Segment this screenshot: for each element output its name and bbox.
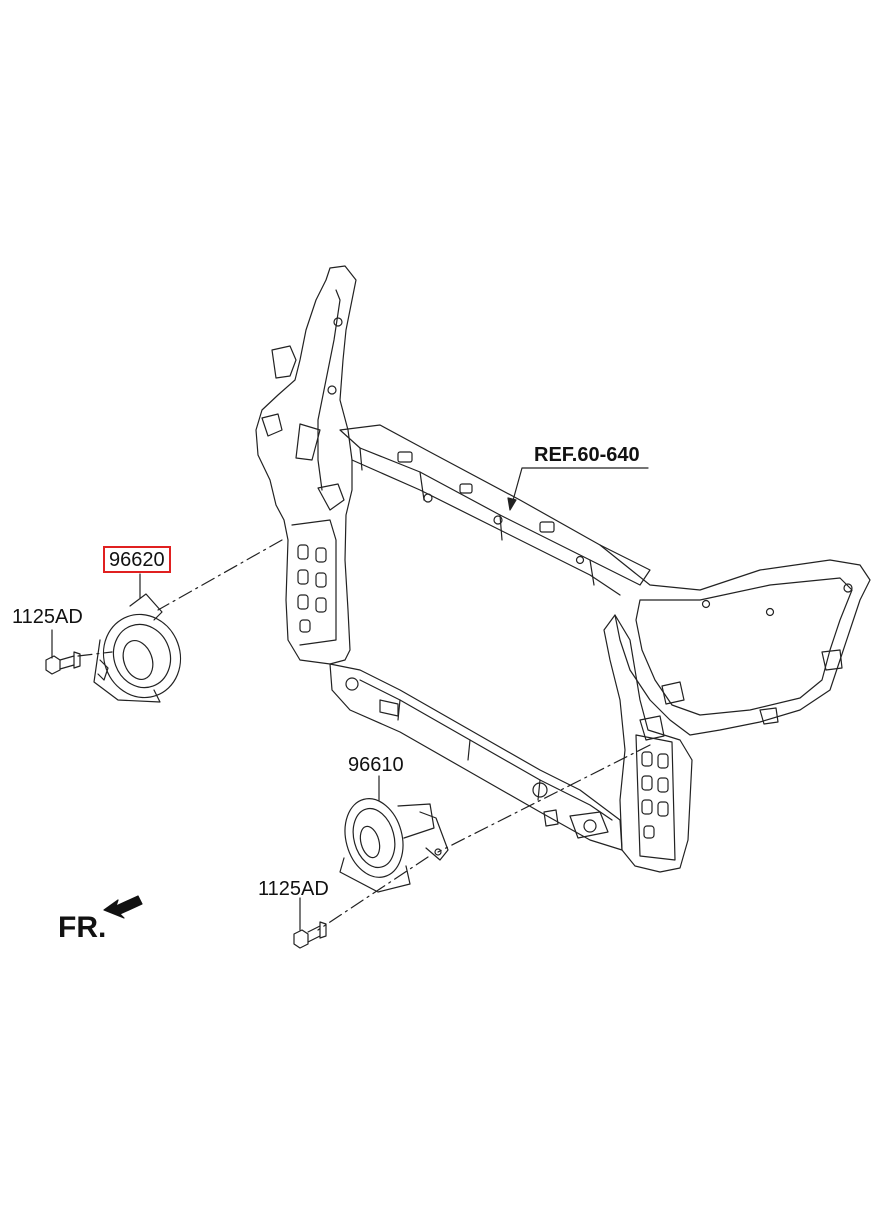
horn-96610 xyxy=(337,792,448,892)
bolt-part-number-upper: 1125AD xyxy=(12,606,83,628)
part-number-96620[interactable]: 96620 xyxy=(103,546,171,573)
carrier-assembly xyxy=(256,266,870,872)
front-indicator-label: FR. xyxy=(58,911,107,944)
front-arrow-icon xyxy=(104,896,142,918)
bolt-part-number-lower: 1125AD xyxy=(258,878,329,900)
bolt-upper xyxy=(46,652,80,674)
part-number-96610: 96610 xyxy=(348,754,404,776)
label-leaders xyxy=(52,468,648,930)
leader-lines xyxy=(78,540,650,930)
bolt-lower xyxy=(294,922,326,948)
ref-label: REF.60-640 xyxy=(534,444,640,466)
part-number-96620-text: 96620 xyxy=(109,549,165,571)
horn-96620 xyxy=(92,594,192,708)
